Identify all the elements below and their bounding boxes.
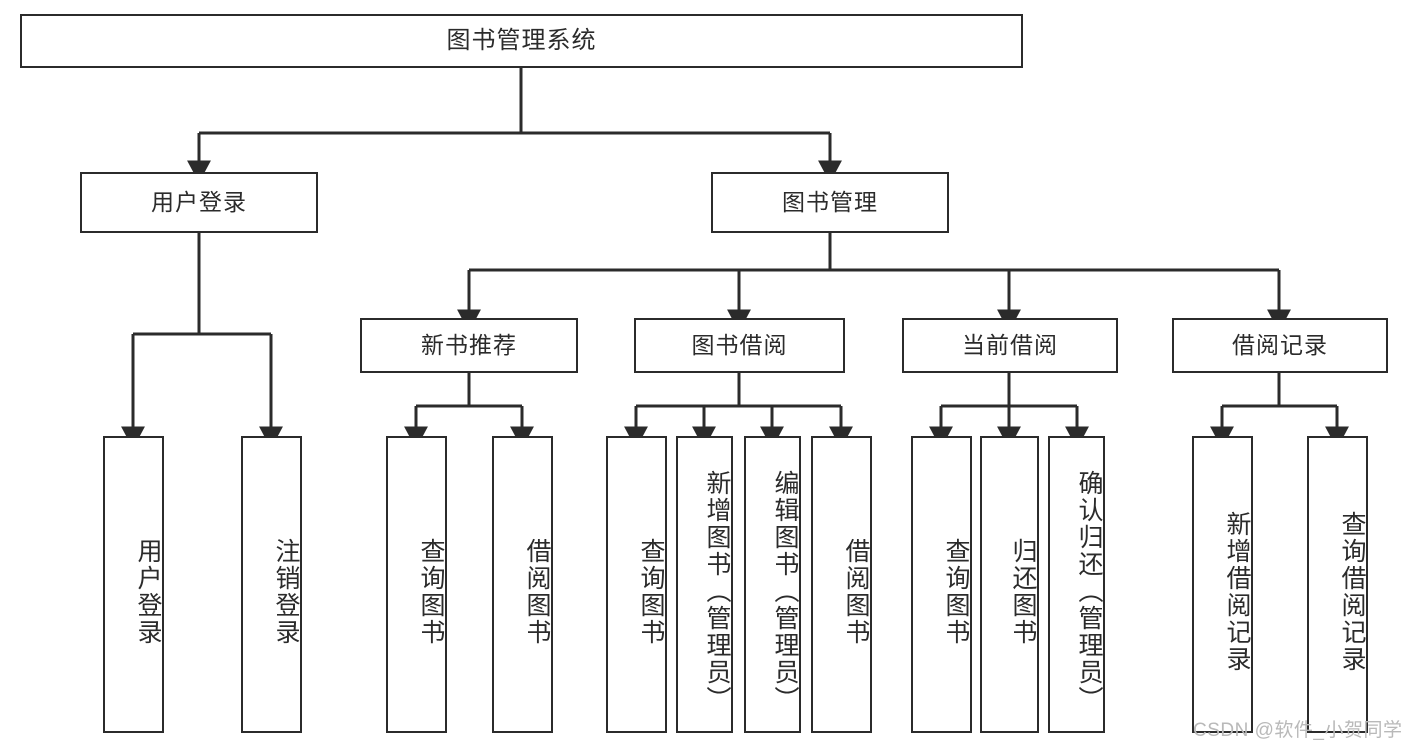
node-label: 图书管理 xyxy=(782,188,878,215)
node-label: 新书推荐 xyxy=(421,331,517,358)
node-borrow-record[interactable]: 借阅记录 xyxy=(1172,318,1388,373)
leaf-user-login-login[interactable]: 用户登录 xyxy=(103,436,164,733)
node-label: 图书借阅 xyxy=(691,331,788,358)
watermark-text: CSDN @软件_小贺同学 xyxy=(1193,720,1403,741)
node-label: 用户登录 xyxy=(134,537,162,646)
node-label: 查询图书 xyxy=(942,537,970,646)
node-label: 当前借阅 xyxy=(962,331,1058,358)
leaf-user-login-logout[interactable]: 注销登录 xyxy=(241,436,302,733)
csdn-watermark: CSDN @软件_小贺同学 xyxy=(1193,715,1402,742)
node-label: 用户登录 xyxy=(151,188,247,215)
node-label: 借阅图书 xyxy=(523,537,551,646)
leaf-new-book-borrow-books[interactable]: 借阅图书 xyxy=(492,436,553,733)
leaf-book-borrow-edit-book-admin[interactable]: 编辑图书（管理员） xyxy=(744,436,801,733)
node-label: 新增借阅记录 xyxy=(1223,510,1251,673)
node-label: 新增图书（管理员） xyxy=(703,470,731,713)
node-label: 借阅图书 xyxy=(842,537,870,646)
leaf-new-book-query-books[interactable]: 查询图书 xyxy=(386,436,447,733)
leaf-borrow-record-add-record[interactable]: 新增借阅记录 xyxy=(1192,436,1253,733)
leaf-current-borrow-query-books[interactable]: 查询图书 xyxy=(911,436,972,733)
leaf-book-borrow-add-book-admin[interactable]: 新增图书（管理员） xyxy=(676,436,733,733)
node-root-book-management-system[interactable]: 图书管理系统 xyxy=(20,14,1023,68)
leaf-current-borrow-return-books[interactable]: 归还图书 xyxy=(980,436,1039,733)
node-label: 借阅记录 xyxy=(1232,331,1328,358)
node-label: 归还图书 xyxy=(1009,537,1037,646)
node-new-book-recommend[interactable]: 新书推荐 xyxy=(360,318,578,373)
leaf-borrow-record-query-record[interactable]: 查询借阅记录 xyxy=(1307,436,1368,733)
node-label: 图书管理系统 xyxy=(446,26,597,54)
node-label: 确认归还（管理员） xyxy=(1075,470,1103,713)
node-book-borrow[interactable]: 图书借阅 xyxy=(634,318,845,373)
leaf-book-borrow-borrow-books[interactable]: 借阅图书 xyxy=(811,436,872,733)
node-book-management[interactable]: 图书管理 xyxy=(711,172,949,233)
node-label: 查询图书 xyxy=(637,537,665,646)
leaf-current-borrow-confirm-return-admin[interactable]: 确认归还（管理员） xyxy=(1048,436,1105,733)
node-label: 编辑图书（管理员） xyxy=(771,470,799,713)
node-current-borrow[interactable]: 当前借阅 xyxy=(902,318,1118,373)
leaf-book-borrow-query-books[interactable]: 查询图书 xyxy=(606,436,667,733)
node-label: 查询借阅记录 xyxy=(1338,510,1366,673)
node-label: 查询图书 xyxy=(417,537,445,646)
node-label: 注销登录 xyxy=(272,537,300,646)
node-user-login[interactable]: 用户登录 xyxy=(80,172,318,233)
